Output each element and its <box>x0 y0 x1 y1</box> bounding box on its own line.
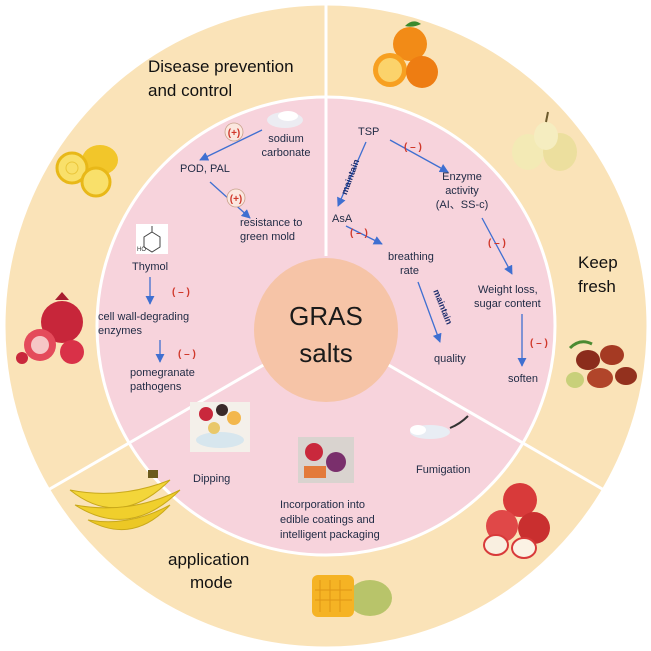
section-title-fresh-line1: Keep <box>578 253 618 272</box>
cell-wall-label-line2: enzymes <box>98 325 143 337</box>
arrow-sodium-to-pod <box>199 129 263 161</box>
pomegranate-illustration <box>16 292 84 364</box>
minus-sign-tsp-enzyme: ( – ) <box>404 142 422 153</box>
plus-badge-1 <box>224 122 244 142</box>
incorporation-label-line3: intelligent packaging <box>280 529 380 541</box>
pod-pal-label: POD, PAL <box>180 163 230 175</box>
fumigation-icon <box>410 415 469 439</box>
arrow-breathing-to-quality <box>417 281 442 343</box>
section-title-application-line2: mode <box>190 573 233 592</box>
enzyme-label-line3: (AI、SS-c) <box>436 199 489 211</box>
cell-wall-label-line1: cell wall-degrading <box>98 311 189 323</box>
soften-label: soften <box>508 373 538 385</box>
minus-sign-enzyme-weight: ( – ) <box>488 238 506 249</box>
plus-sign-1: (+) <box>228 128 241 139</box>
section-title-application-line1: application <box>168 550 249 569</box>
tsp-label: TSP <box>358 126 379 138</box>
asa-label: AsA <box>332 213 353 225</box>
bananas-illustration <box>69 470 181 531</box>
oranges-illustration <box>373 21 438 88</box>
pears-illustration <box>512 111 577 171</box>
fumigation-label: Fumigation <box>416 464 470 476</box>
enzyme-label-line2: activity <box>445 185 479 197</box>
arrow-tsp-to-asa <box>337 141 367 207</box>
center-title-line1: GRAS <box>289 301 363 331</box>
mango-illustration <box>312 575 392 617</box>
minus-sign-soften: ( – ) <box>530 338 548 349</box>
minus-sign-enzymes: ( – ) <box>178 349 196 360</box>
incorporation-label-line1: Incorporation into <box>280 499 365 511</box>
center-title-line2: salts <box>299 338 352 368</box>
plus-sign-2: (+) <box>230 194 243 205</box>
divider-right <box>384 361 605 492</box>
pomegranate-pathogens-label-line1: pomegranate <box>130 367 195 379</box>
pomegranate-pathogens-label-line2: pathogens <box>130 381 182 393</box>
dipping-label: Dipping <box>193 473 230 485</box>
dipping-photo <box>190 402 250 452</box>
coating-packaging-photo <box>298 437 354 483</box>
section-title-disease-line1: Disease prevention <box>148 57 294 76</box>
quality-label: quality <box>434 353 466 365</box>
breathing-label-line2: rate <box>400 265 419 277</box>
center-circle <box>254 258 398 402</box>
divider-left <box>47 361 268 492</box>
lemons-illustration <box>55 145 118 198</box>
resistance-label-line1: resistance to <box>240 217 302 229</box>
section-title-disease-line2: and control <box>148 81 232 100</box>
thymol-molecule-icon: HO <box>136 224 168 254</box>
thymol-molecule-label: HO <box>137 247 146 253</box>
weight-label-line1: Weight loss, <box>478 284 538 296</box>
sodium-carbonate-label-line1: sodium <box>268 133 303 145</box>
section-title-fresh-line2: fresh <box>578 277 616 296</box>
thymol-label: Thymol <box>132 261 168 273</box>
minus-sign-asa: ( – ) <box>350 228 368 239</box>
minus-sign-thymol: ( – ) <box>172 287 190 298</box>
enzyme-label-line1: Enzyme <box>442 171 482 183</box>
resistance-label-line2: green mold <box>240 231 295 243</box>
arrow-enzyme-to-weight <box>481 217 513 275</box>
arrow-tsp-to-enzyme <box>389 139 449 173</box>
plus-badge-2 <box>226 188 246 208</box>
sodium-carbonate-label-line2: carbonate <box>262 147 311 159</box>
incorporation-label-line2: edible coatings and <box>280 514 375 526</box>
jujubes-illustration <box>566 340 637 388</box>
weight-label-line2: sugar content <box>474 298 541 310</box>
sodium-carbonate-powder-icon <box>267 111 303 128</box>
breathing-label-line1: breathing <box>388 251 434 263</box>
apples-illustration <box>483 483 550 559</box>
arrow-asa-to-breathing <box>345 225 383 245</box>
